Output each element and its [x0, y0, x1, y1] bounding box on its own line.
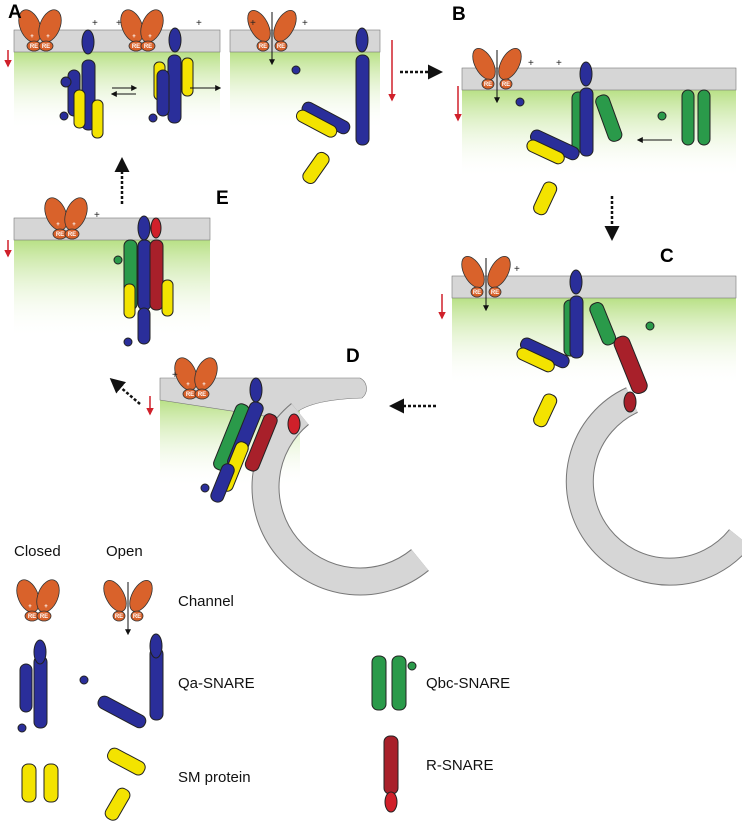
panel-c: +: [438, 253, 742, 586]
panel-e: +: [4, 193, 211, 347]
panel-label-d: D: [346, 346, 360, 367]
legend-r-snare-label: R-SNARE: [426, 757, 494, 774]
charge-sign: +: [250, 18, 256, 29]
legend-qa-snare-label: Qa-SNARE: [178, 675, 255, 692]
charge-sign: +: [92, 18, 98, 29]
panel-label-c: C: [660, 246, 674, 267]
panel-label-a: A: [8, 2, 22, 23]
legend-sm-protein-label: SM protein: [178, 769, 251, 786]
charge-sign: +: [556, 58, 562, 69]
channel-closed-icon: [11, 575, 65, 622]
sm-protein-closed-icon: [21, 763, 59, 803]
sm-protein-open-icon: [104, 747, 146, 821]
charge-sign: +: [94, 210, 100, 221]
charge-sign: +: [302, 18, 308, 29]
panel-label-b: B: [452, 4, 466, 25]
charge-sign: +: [116, 18, 122, 29]
legend-closed-heading: Closed: [14, 543, 61, 560]
charge-sign: +: [172, 370, 178, 381]
channel-open-icon: [99, 577, 157, 634]
panel-d: +: [146, 353, 429, 596]
panel-a-open: + +: [229, 7, 396, 185]
panel-a: + + +: [4, 5, 222, 139]
panel-label-e: E: [216, 188, 229, 209]
qbc-snare-icon: [371, 655, 417, 711]
charge-sign: +: [528, 58, 534, 69]
legend-open-heading: Open: [106, 543, 143, 560]
legend-channel-label: Channel: [178, 593, 234, 610]
qa-snare-closed-icon: [17, 639, 48, 733]
qa-snare-open-icon: [79, 633, 164, 729]
charge-sign: +: [514, 264, 520, 275]
charge-sign: +: [196, 18, 202, 29]
legend-qbc-snare-label: Qbc-SNARE: [426, 675, 510, 692]
r-snare-icon: [383, 735, 399, 813]
panel-b: + +: [454, 45, 737, 216]
legend: Closed Open Channel Qa-SNARE SM protein: [11, 543, 510, 821]
